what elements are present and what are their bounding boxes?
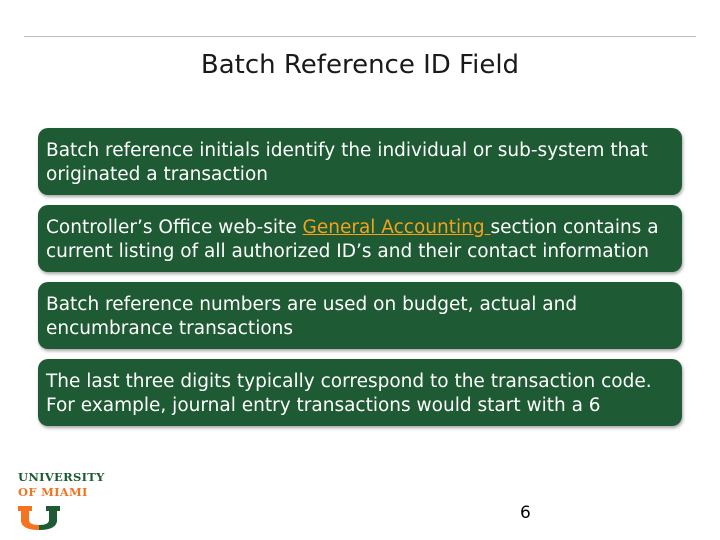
logo-text-university: UNIVERSITY <box>18 470 105 484</box>
general-accounting-link[interactable]: General Accounting <box>302 217 491 238</box>
bullet-box-4: The last three digits typically correspo… <box>38 359 682 426</box>
bullet-text-3: Batch reference numbers are used on budg… <box>46 294 578 339</box>
bullet-text-1: Batch reference initials identify the in… <box>46 140 648 185</box>
bullet-text-2-before: Controller’s Office web-site <box>46 217 303 238</box>
bullet-text-2-after: section contains a current listing of al… <box>46 217 659 262</box>
bullet-box-2: Controller’s Office web-site General Acc… <box>38 205 682 272</box>
top-divider <box>24 36 696 37</box>
university-logo: UNIVERSITY OF MIAMI <box>18 470 118 532</box>
u-logo-icon <box>18 506 60 530</box>
bullet-text-4: The last three digits typically correspo… <box>46 371 652 416</box>
bullet-box-1: Batch reference initials identify the in… <box>38 128 682 195</box>
bullet-box-3: Batch reference numbers are used on budg… <box>38 282 682 349</box>
page-number: 6 <box>520 503 531 523</box>
logo-text-of-miami: OF MIAMI <box>18 485 88 499</box>
slide-title: Batch Reference ID Field <box>200 50 520 80</box>
